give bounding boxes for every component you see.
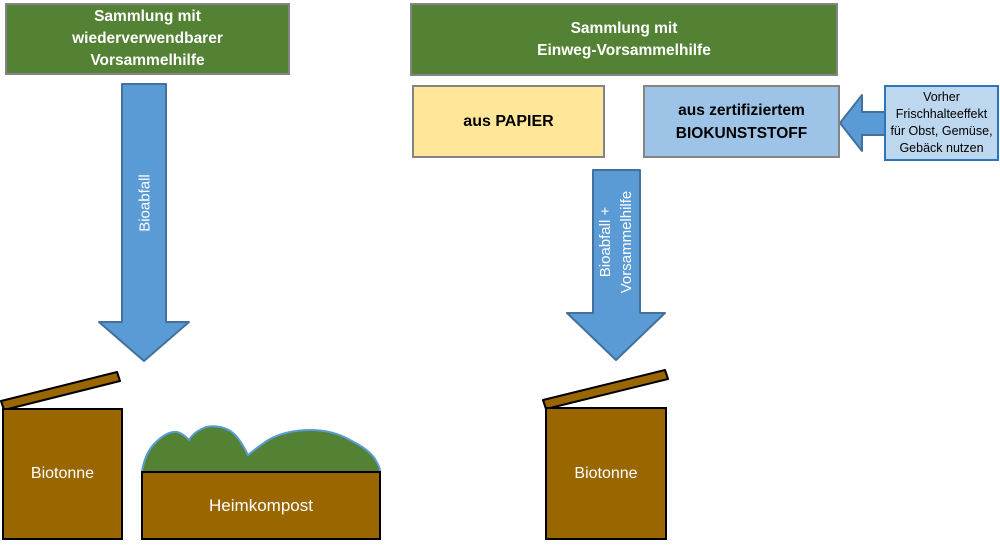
note-box-freshness: Vorher Frischhalteeffekt für Obst, Gemüs… [884,85,999,161]
left-arrow-note [839,94,886,152]
compost-pile-outline [141,425,381,472]
header-box-disposable-collection: Sammlung mit Einweg-Vorsammelhilfe [410,3,838,76]
bin-heimkompost: Heimkompost [141,471,381,540]
option-box-bioplastic: aus zertifiziertem BIOKUNSTSTOFF [643,85,840,158]
bin-lid-left-icon [0,371,121,411]
down-arrow-left [98,83,190,362]
bin-biotonne-right: Biotonne [545,407,667,540]
option-box-paper: aus PAPIER [412,85,605,158]
header-box-reusable-collection: Sammlung mit wiederverwendbarer Vorsamme… [5,3,290,75]
down-arrow-right [566,169,666,361]
bin-biotonne-left: Biotonne [2,408,123,540]
bin-lid-right-icon [542,369,669,410]
compost-pile-icon [142,426,380,471]
